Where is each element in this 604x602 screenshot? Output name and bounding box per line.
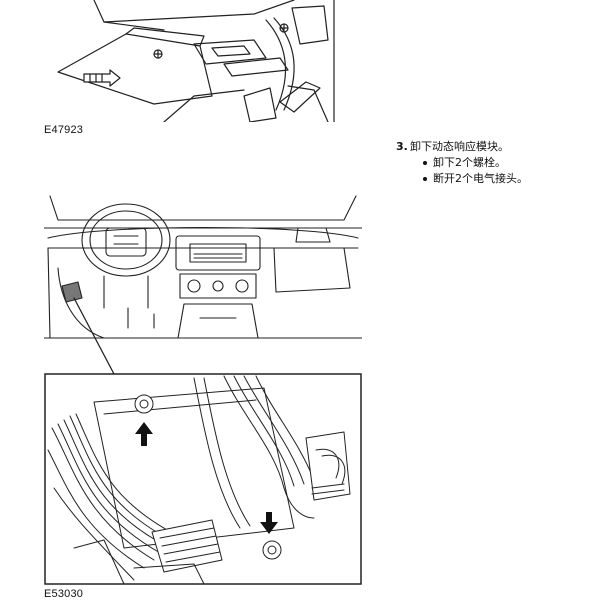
arrow-down-icon bbox=[260, 512, 278, 534]
figure-top bbox=[44, 0, 340, 122]
step-title: 卸下动态响应模块。 bbox=[410, 140, 509, 153]
step-bullet-2: 断开2个电气接头。 bbox=[423, 171, 596, 187]
figure-bottom-label: E53030 bbox=[44, 588, 84, 600]
step-number: 3. bbox=[396, 140, 408, 153]
figure-top-drawing bbox=[57, 0, 335, 122]
step-instructions: 3. 卸下动态响应模块。 卸下2个螺栓。 断开2个电气接头。 bbox=[396, 139, 596, 187]
figure-bottom-drawing bbox=[44, 195, 362, 585]
figure-top-label: E47923 bbox=[44, 124, 84, 136]
step-heading: 3. 卸下动态响应模块。 bbox=[396, 139, 596, 155]
arrow-up-icon bbox=[135, 422, 153, 446]
figure-bottom bbox=[44, 188, 362, 586]
step-bullet-1: 卸下2个螺栓。 bbox=[423, 155, 596, 171]
step-bullet-list: 卸下2个螺栓。 断开2个电气接头。 bbox=[396, 155, 596, 187]
